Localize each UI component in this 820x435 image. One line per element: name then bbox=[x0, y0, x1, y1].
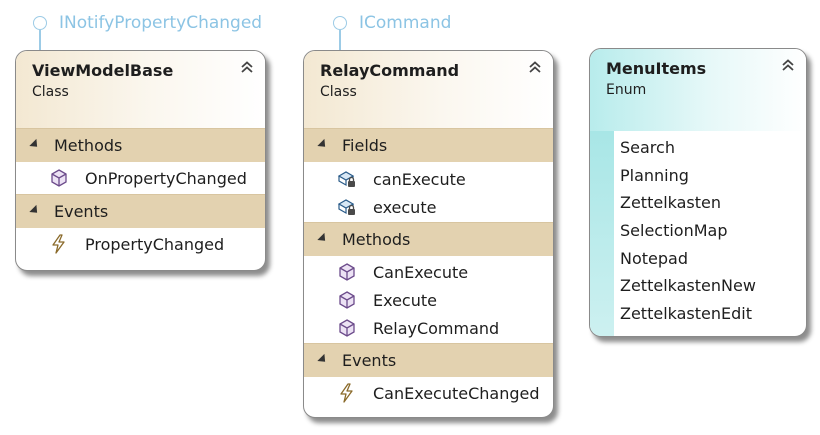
enum-stripe bbox=[590, 131, 614, 336]
interface-label: INotifyPropertyChanged bbox=[59, 13, 263, 33]
member-name: canExecute bbox=[373, 169, 466, 189]
member-name: Execute bbox=[373, 290, 437, 310]
collapse-chevron-icon[interactable] bbox=[527, 59, 543, 75]
member-row[interactable]: PropertyChanged bbox=[16, 228, 265, 260]
interface-line bbox=[339, 30, 341, 52]
member-row[interactable]: Execute bbox=[304, 286, 553, 314]
expand-triangle-icon[interactable] bbox=[317, 232, 329, 244]
method-icon bbox=[337, 290, 357, 310]
shape-title: RelayCommand bbox=[320, 61, 460, 80]
enum-value[interactable]: SelectionMap bbox=[620, 221, 728, 241]
member-name: CanExecute bbox=[373, 262, 469, 282]
compartment-header-fields[interactable]: Fields bbox=[304, 128, 553, 162]
enum-values: Search Planning Zettelkasten SelectionMa… bbox=[614, 131, 756, 336]
enum-value[interactable]: Search bbox=[620, 138, 675, 158]
method-icon bbox=[49, 168, 69, 188]
private-field-icon bbox=[337, 169, 357, 189]
method-icon bbox=[337, 318, 357, 338]
member-name: RelayCommand bbox=[373, 318, 500, 338]
member-row[interactable]: OnPropertyChanged bbox=[16, 162, 265, 194]
enum-value[interactable]: ZettelkastenNew bbox=[620, 276, 756, 296]
shape-header[interactable]: ViewModelBase Class bbox=[16, 51, 265, 128]
shape-kind: Enum bbox=[606, 82, 647, 98]
enum-value[interactable]: ZettelkastenEdit bbox=[620, 303, 753, 323]
member-row[interactable]: canExecute bbox=[304, 165, 553, 193]
member-row[interactable]: CanExecuteChanged bbox=[304, 377, 553, 409]
shape-title: ViewModelBase bbox=[32, 61, 174, 80]
member-name: execute bbox=[373, 197, 437, 217]
enum-value[interactable]: Notepad bbox=[620, 248, 688, 268]
member-row[interactable]: RelayCommand bbox=[304, 314, 553, 342]
method-icon bbox=[337, 262, 357, 282]
enum-shape-menuitems[interactable]: MenuItems Enum Search Planning Zettelkas… bbox=[589, 48, 807, 337]
compartment-title: Events bbox=[54, 202, 109, 221]
collapse-chevron-icon[interactable] bbox=[239, 59, 255, 75]
interface-label: ICommand bbox=[359, 13, 452, 33]
compartment-header-methods[interactable]: Methods bbox=[304, 222, 553, 256]
shape-header[interactable]: RelayCommand Class bbox=[304, 51, 553, 128]
member-row[interactable]: execute bbox=[304, 193, 553, 221]
member-name: OnPropertyChanged bbox=[85, 168, 247, 188]
shape-kind: Class bbox=[320, 84, 357, 100]
member-name: PropertyChanged bbox=[85, 234, 225, 254]
compartment-title: Fields bbox=[342, 136, 388, 155]
shape-title: MenuItems bbox=[606, 59, 707, 78]
enum-body: Search Planning Zettelkasten SelectionMa… bbox=[590, 131, 806, 336]
class-shape-viewmodelbase[interactable]: ViewModelBase Class Methods OnPropertyCh… bbox=[15, 50, 266, 271]
interface-line bbox=[39, 30, 41, 52]
enum-value[interactable]: Planning bbox=[620, 165, 689, 185]
event-icon bbox=[49, 234, 69, 254]
compartment-header-events[interactable]: Events bbox=[16, 194, 265, 228]
compartment-title: Events bbox=[342, 351, 397, 370]
private-field-icon bbox=[337, 197, 357, 217]
interface-circle-icon bbox=[333, 16, 347, 30]
member-row[interactable]: CanExecute bbox=[304, 258, 553, 286]
compartment-title: Methods bbox=[342, 230, 411, 249]
expand-triangle-icon[interactable] bbox=[317, 138, 329, 150]
shape-header[interactable]: MenuItems Enum bbox=[590, 49, 806, 131]
expand-triangle-icon[interactable] bbox=[29, 204, 41, 216]
interface-circle-icon bbox=[33, 16, 47, 30]
expand-triangle-icon[interactable] bbox=[29, 138, 41, 150]
member-name: CanExecuteChanged bbox=[373, 383, 540, 403]
event-icon bbox=[337, 383, 357, 403]
compartment-header-events[interactable]: Events bbox=[304, 343, 553, 377]
compartment-header-methods[interactable]: Methods bbox=[16, 128, 265, 162]
expand-triangle-icon[interactable] bbox=[317, 353, 329, 365]
collapse-chevron-icon[interactable] bbox=[780, 57, 796, 73]
compartment-title: Methods bbox=[54, 136, 123, 155]
enum-value[interactable]: Zettelkasten bbox=[620, 193, 722, 213]
shape-kind: Class bbox=[32, 84, 69, 100]
class-shape-relaycommand[interactable]: RelayCommand Class Fields canExecute exe… bbox=[303, 50, 554, 418]
